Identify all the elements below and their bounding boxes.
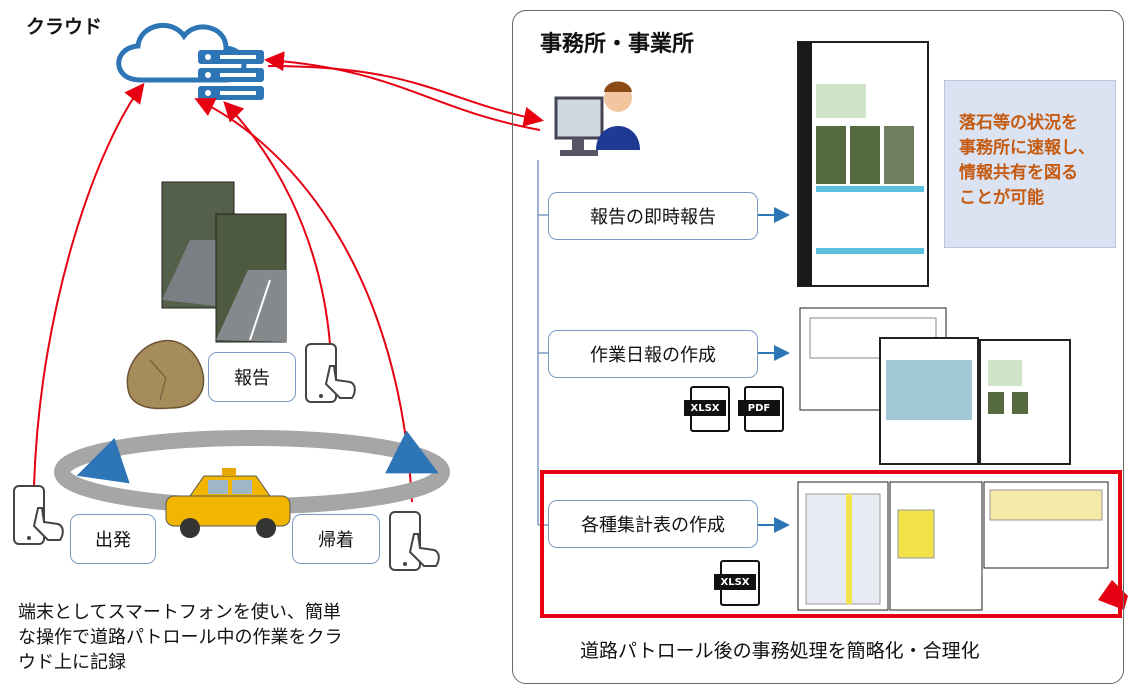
patrol-caption: 端末としてスマートフォンを使い、簡単 な操作で道路パトロール中の作業をクラ ウド… <box>18 602 343 673</box>
depart-label-box: 出発 <box>70 514 156 564</box>
office-title: 事務所・事業所 <box>540 32 695 57</box>
callout-box: 落石等の状況を 事務所に速報し、 情報共有を図る ことが可能 <box>944 80 1116 248</box>
highlight-frame <box>540 470 1122 618</box>
daily-report-thumbnails <box>799 307 1071 465</box>
road-photo <box>161 181 287 343</box>
server-icon <box>198 50 264 100</box>
instant-report-box: 報告の即時報告 <box>548 192 758 240</box>
xlsx-file-icon: XLSX <box>684 386 730 432</box>
flow-arrows <box>758 207 790 533</box>
depart-label: 出発 <box>95 530 131 551</box>
return-label: 帰着 <box>318 530 354 551</box>
report-screen-thumbnail <box>797 41 929 287</box>
report-label: 報告 <box>234 368 270 389</box>
summary-table-box: 各種集計表の作成 <box>548 500 758 548</box>
daily-report-box: 作業日報の作成 <box>548 330 758 378</box>
cloud-label: クラウド <box>26 16 103 38</box>
upload-arrows <box>33 51 544 503</box>
return-label-box: 帰着 <box>292 514 380 564</box>
office-tree <box>537 160 548 526</box>
summary-table-thumbnails <box>797 481 1109 611</box>
report-label-box: 報告 <box>208 352 296 402</box>
office-panel <box>512 10 1124 684</box>
office-worker-icon <box>554 81 640 156</box>
xlsx-file-icon-summary: XLSX <box>714 560 760 606</box>
rock-icon <box>126 339 205 410</box>
tap-hand-icon <box>32 365 440 567</box>
office-caption: 道路パトロール後の事務処理を簡略化・合理化 <box>580 640 980 662</box>
pdf-file-icon: PDF <box>738 386 784 432</box>
patrol-car-icon <box>165 468 291 538</box>
